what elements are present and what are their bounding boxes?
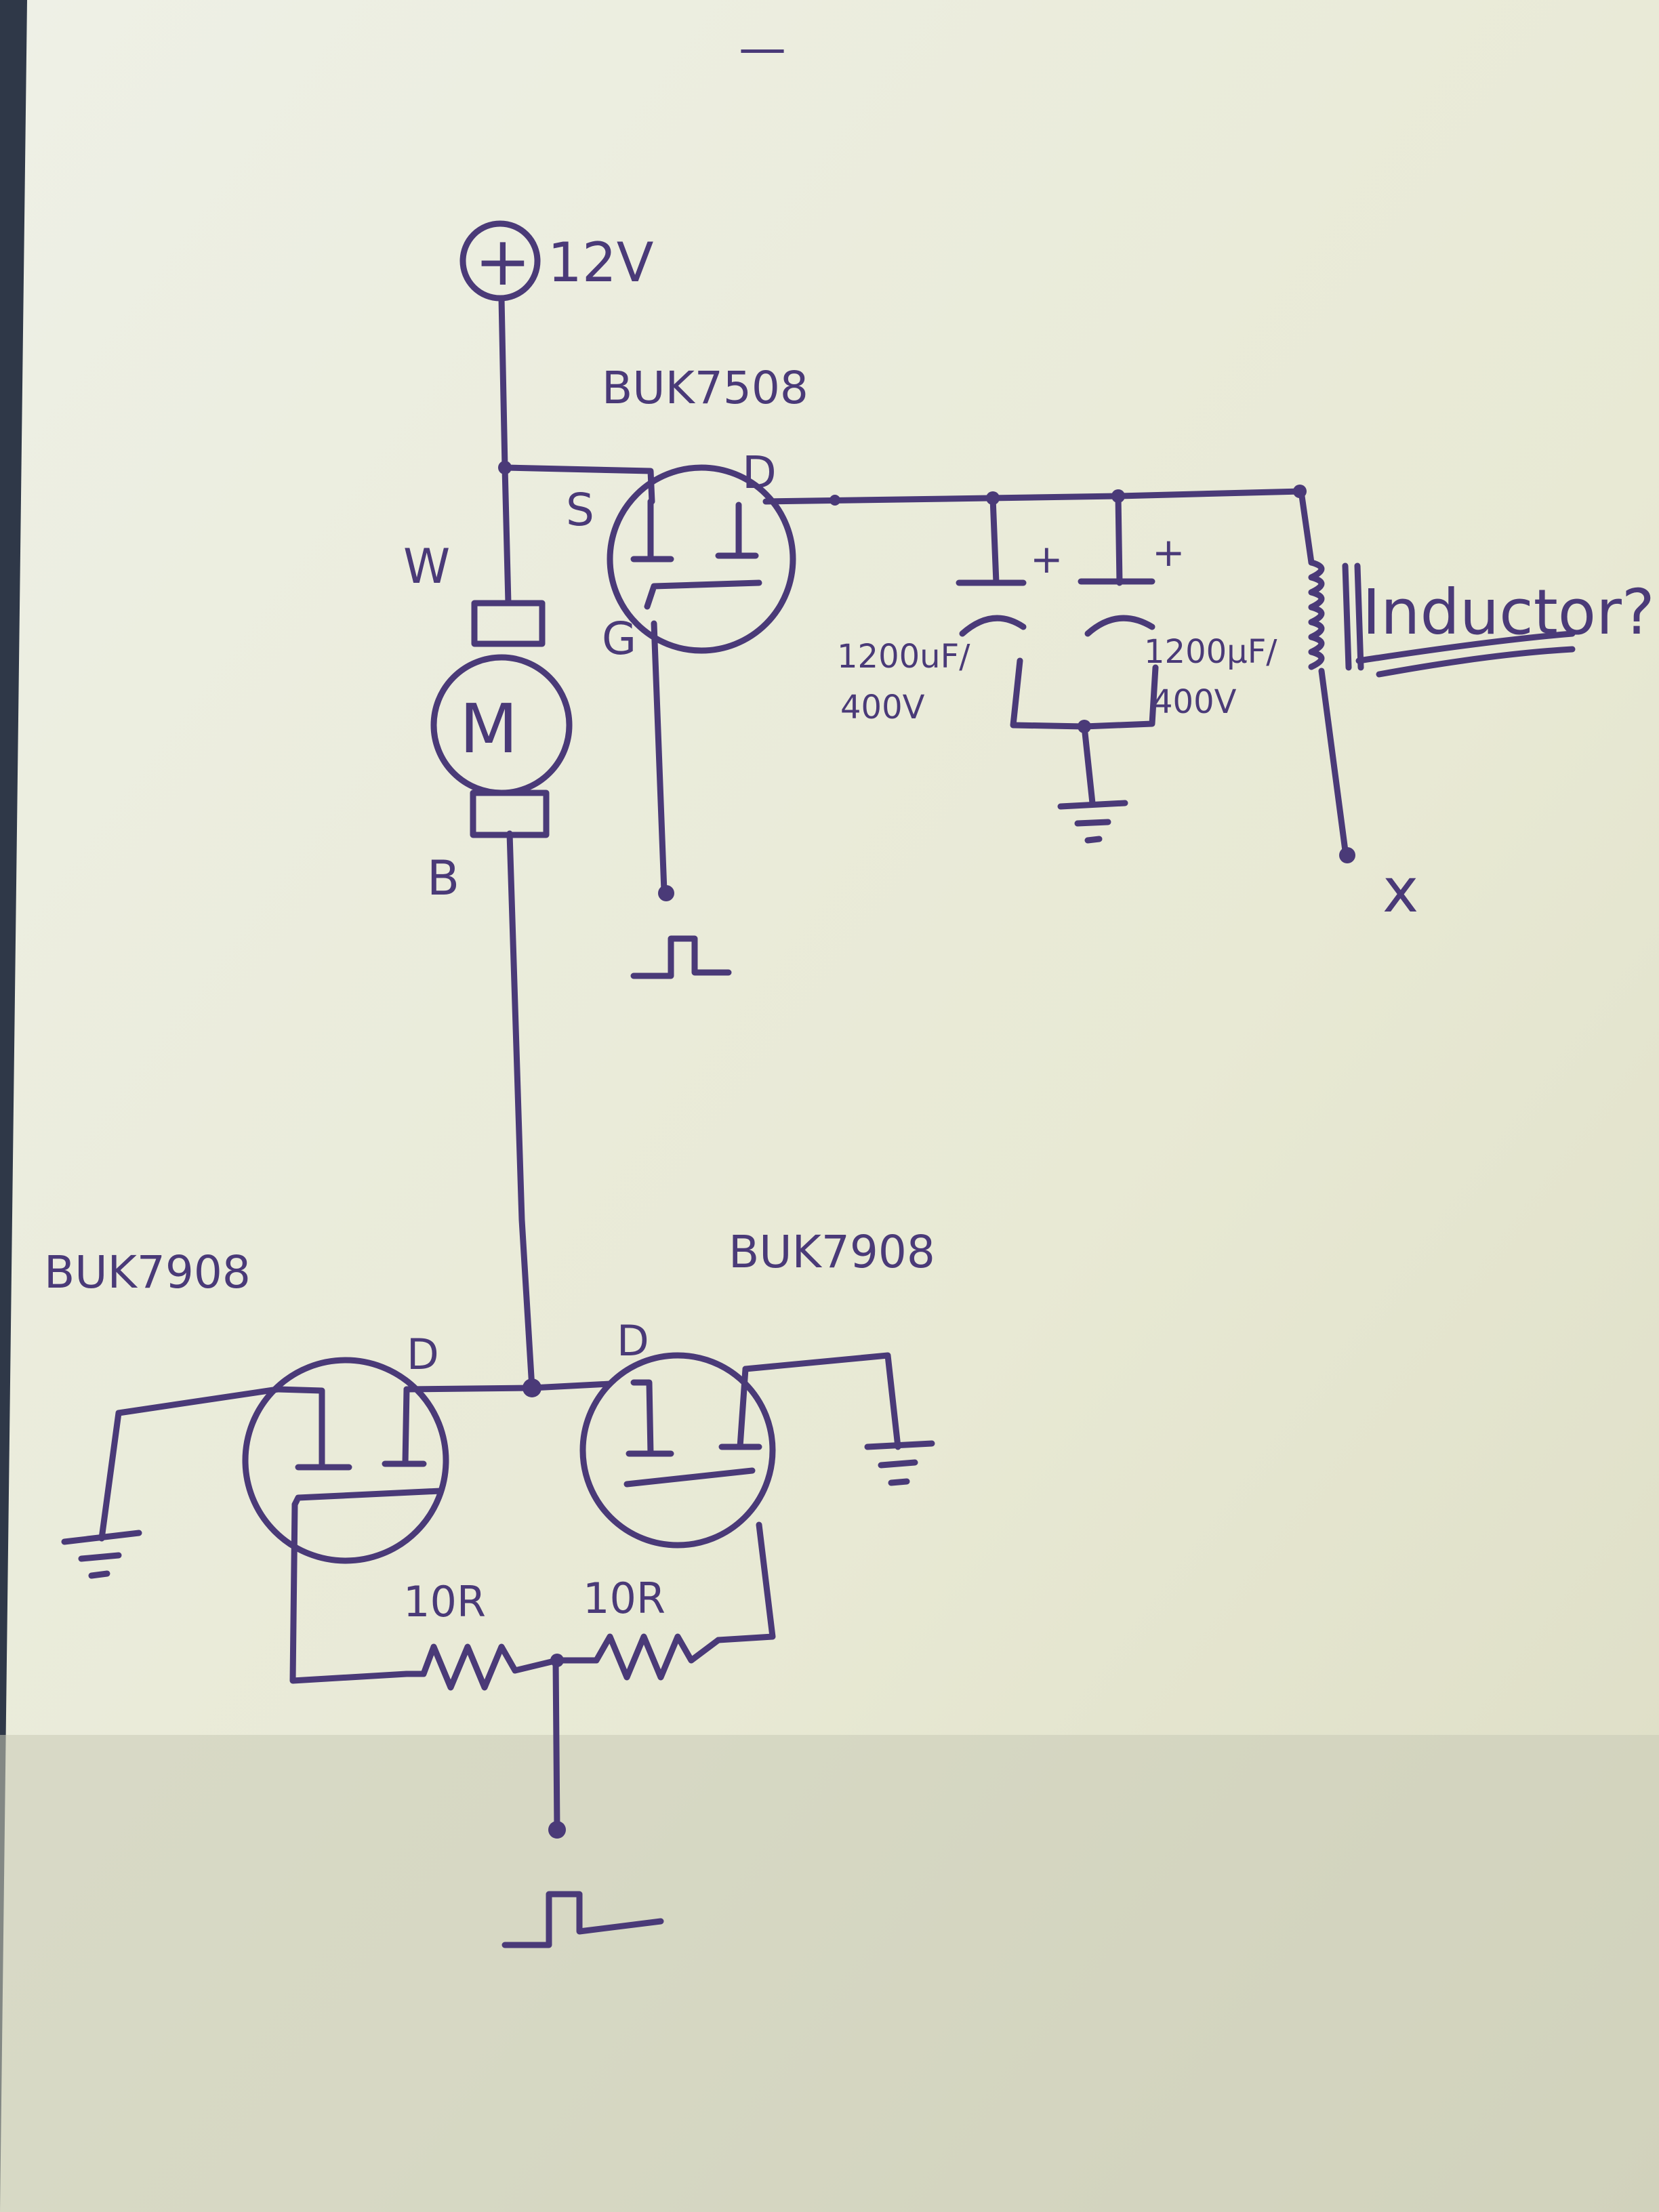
inductor-label: Inductor? <box>1362 576 1655 649</box>
inductor-symbol <box>1308 559 1364 671</box>
motor-terminal-w: W <box>403 539 450 594</box>
capacitor-left-symbol <box>956 579 1027 637</box>
capacitor-left-polarity: + <box>1030 536 1063 582</box>
inductor-underline-2 <box>1376 646 1576 678</box>
motor-symbol <box>430 600 573 838</box>
top-mosfet-pin-d: D <box>742 447 777 499</box>
capacitor-right-symbol <box>1078 578 1155 637</box>
supply-voltage-label: 12V <box>548 231 654 294</box>
top-mosfet-pin-s: S <box>566 484 594 536</box>
output-x-label: x <box>1382 855 1418 926</box>
resistor-right-symbol <box>554 1633 722 1681</box>
capacitor-left-voltage: 400V <box>840 689 925 726</box>
dash-mark: — <box>739 20 786 76</box>
resistor-left-value: 10R <box>403 1577 486 1626</box>
wires <box>98 295 1349 1833</box>
capacitor-left-value: 1200uF/ <box>837 638 970 676</box>
bottom-right-mosfet-pin-d: D <box>617 1316 649 1366</box>
ground-symbol-right <box>864 1440 935 1486</box>
top-mosfet-pin-g: G <box>602 613 636 665</box>
bottom-right-mosfet-part-label: BUK7908 <box>729 1226 935 1278</box>
resistor-left-symbol <box>403 1643 560 1691</box>
bottom-left-mosfet-symbol <box>242 1357 449 1564</box>
top-mosfet-part-label: BUK7508 <box>602 362 808 414</box>
top-mosfet-symbol <box>607 464 796 654</box>
capacitor-right-value: 1200μF/ <box>1144 633 1277 671</box>
paper-shadow <box>0 1735 1659 2212</box>
supply-terminal <box>459 220 541 302</box>
pulse-symbol-top <box>630 935 732 979</box>
pulse-symbol-bottom <box>501 1891 664 1948</box>
resistor-right-value: 10R <box>583 1574 665 1623</box>
inductor-underline <box>1355 630 1576 664</box>
motor-letter: M <box>459 689 518 769</box>
ground-symbol-caps <box>1057 800 1128 844</box>
bottom-left-mosfet-pin-d: D <box>407 1330 439 1379</box>
bottom-right-mosfet-symbol <box>579 1352 776 1549</box>
capacitor-right-voltage: 400V <box>1152 683 1237 721</box>
ground-symbol-left <box>61 1530 142 1579</box>
junction-dots <box>498 461 1355 1839</box>
motor-terminal-b: B <box>427 851 459 906</box>
supply-plus-symbol: + <box>474 222 531 301</box>
bottom-left-mosfet-part-label: BUK7908 <box>44 1246 251 1298</box>
capacitor-right-polarity: + <box>1152 529 1185 575</box>
